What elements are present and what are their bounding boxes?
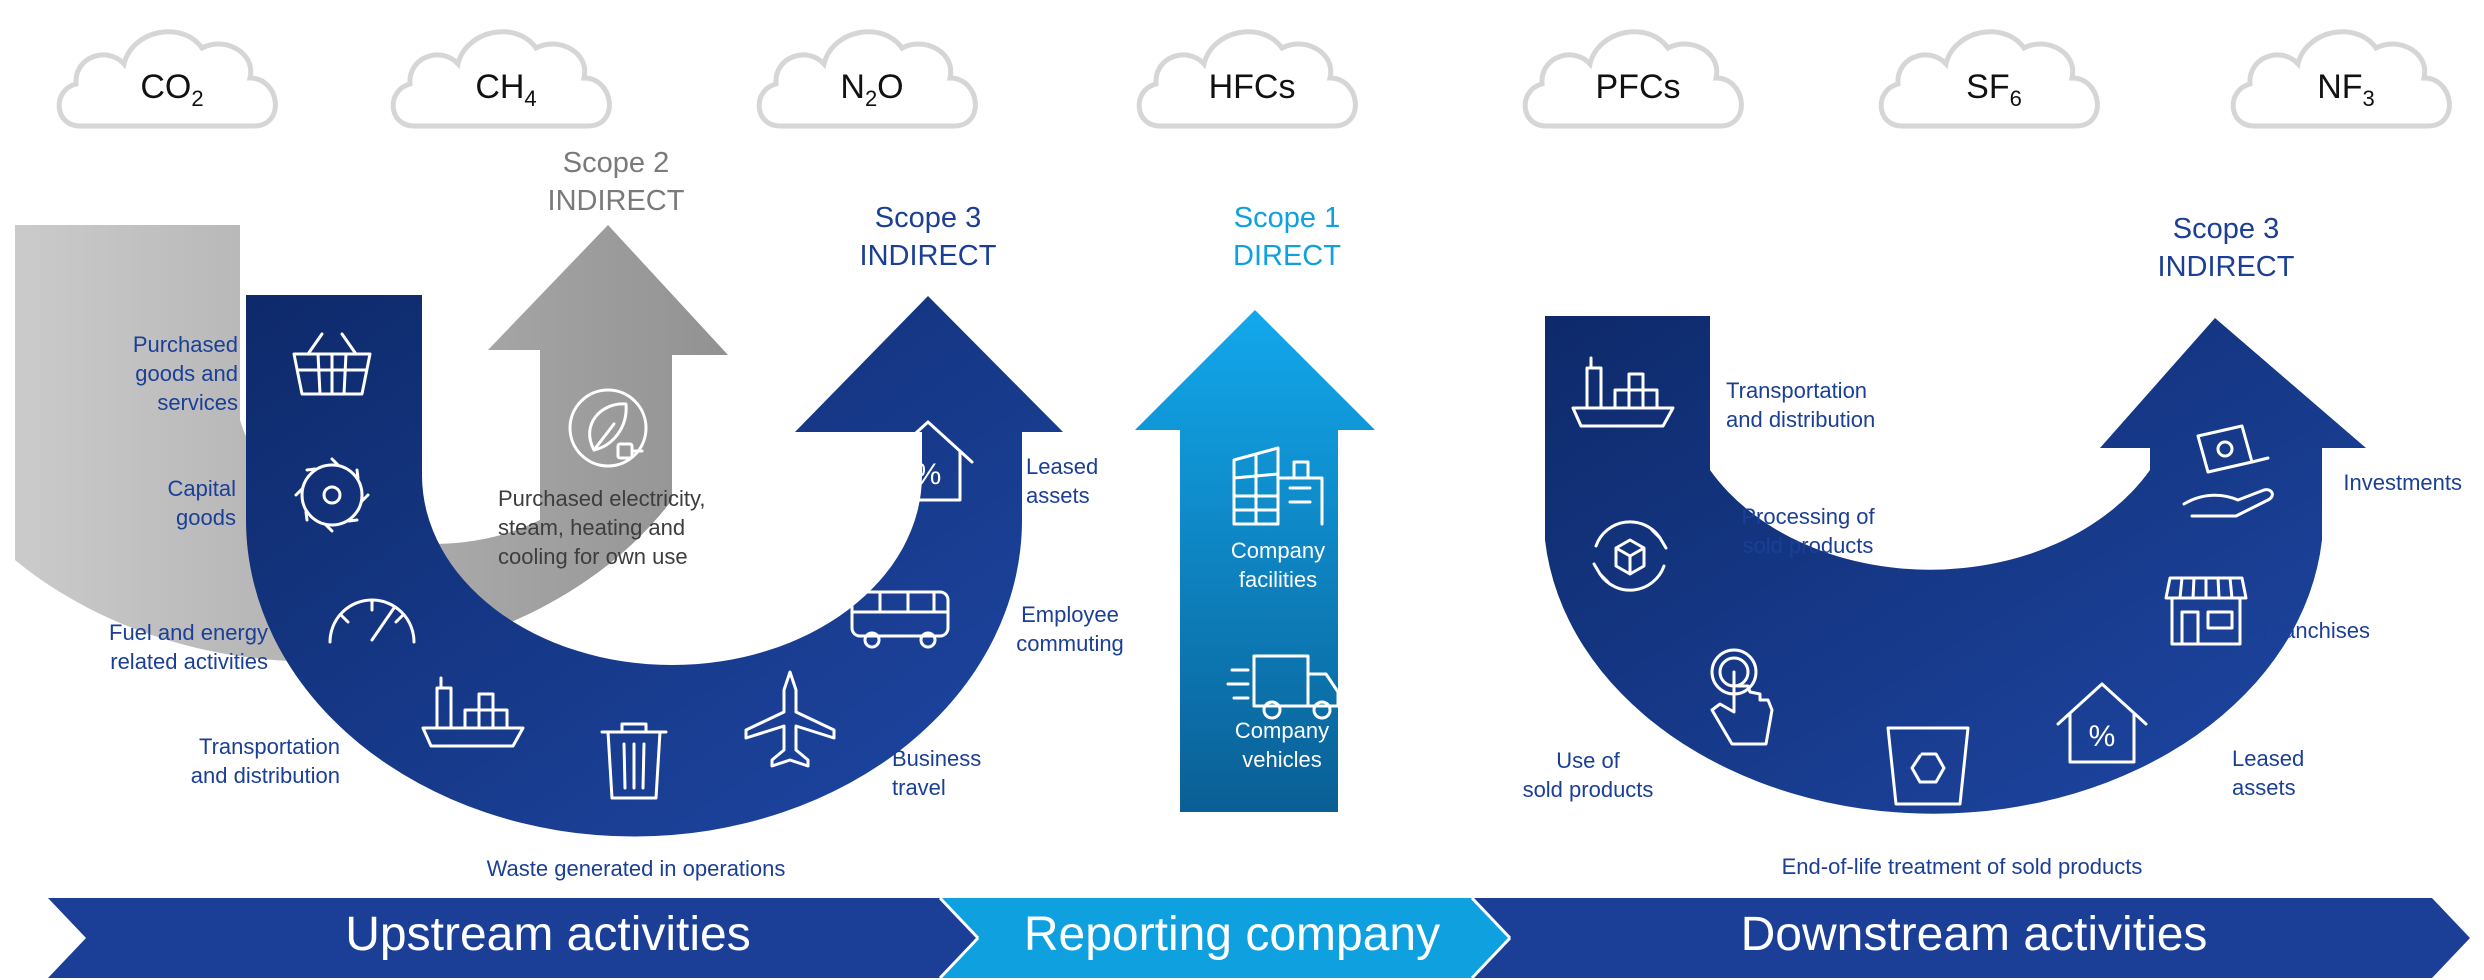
gas-label: HFCs [1209,68,1296,106]
scope1-direct-arrow [1135,310,1375,812]
label-investments: Investments [2343,470,2462,495]
cloud-hfcs: HFCs [1136,29,1358,129]
scope3-downstream-u-arrow [1545,316,2366,814]
banner-downstream-label: Downstream activities [1741,908,2208,961]
label-scope2-desc: Purchased electricity,steam, heating and… [498,486,705,569]
gas-label: CO2 [140,68,203,111]
downstream-chevron [1472,898,2470,978]
basket-icon [292,332,372,396]
scope3-downstream-title: Scope 3 [2173,213,2279,245]
scope3-downstream-subtitle: INDIRECT [2158,251,2295,283]
cloud-ch4: CH4 [390,29,612,129]
cycle-box-icon [1592,520,1668,592]
banner-upstream-label: Upstream activities [345,908,750,961]
gas-label: N2O [840,68,903,111]
upstream-chevron [48,898,978,978]
cargo-ship-icon [421,676,525,748]
gas-clouds: CO2 CH4 N2O HFCs PFCs SF6 NF3 [56,29,2452,129]
saw-blade-icon [294,457,370,533]
storefront-icon [2164,576,2248,646]
scope3-upstream-title: Scope 3 [875,202,981,234]
scope2-arrow [15,225,728,662]
label-end-of-life: End-of-life treatment of sold products [1782,854,2143,879]
svg-text:%: % [2089,720,2116,753]
gas-label: SF6 [1966,68,2022,111]
trash-bin-icon [600,722,668,800]
cloud-sf6: SF6 [1878,29,2100,129]
gauge-icon [328,598,416,644]
activity-banner: Upstream activities Reporting company Do… [48,896,2470,980]
scope1-title: Scope 1 [1234,202,1340,234]
gas-label: PFCs [1596,68,1681,106]
factory-icon [1232,446,1324,526]
bus-icon [850,590,950,649]
money-hand-icon [2182,424,2274,518]
house-percent-icon: % [2056,682,2148,764]
cloud-co2: CO2 [56,29,278,129]
house-percent-icon: % [882,420,974,502]
plug-leaf-icon [568,388,648,468]
scope3-upstream-subtitle: INDIRECT [860,240,997,272]
label-waste: Waste generated in operations [487,856,786,881]
hand-touch-icon [1710,648,1774,746]
cloud-pfcs: PFCs [1522,29,1744,129]
reporting-chevron [940,898,1510,978]
label-franchises: Franchises [2262,618,2370,643]
gas-label: CH4 [475,68,536,111]
banner-reporting-label: Reporting company [1024,908,1440,961]
recycle-bin-icon [1886,726,1970,806]
scope1-subtitle: DIRECT [1233,240,1341,272]
gas-label: NF3 [2317,68,2375,111]
scope2-title: Scope 2 [563,147,669,179]
scope2-subtitle: INDIRECT [548,185,685,217]
svg-text:%: % [915,458,942,491]
truck-icon [1226,654,1340,720]
cloud-nf3: NF3 [2230,29,2452,129]
airplane-icon [744,670,836,768]
cargo-ship-icon [1571,356,1675,428]
cloud-n2o: N2O [756,29,978,129]
